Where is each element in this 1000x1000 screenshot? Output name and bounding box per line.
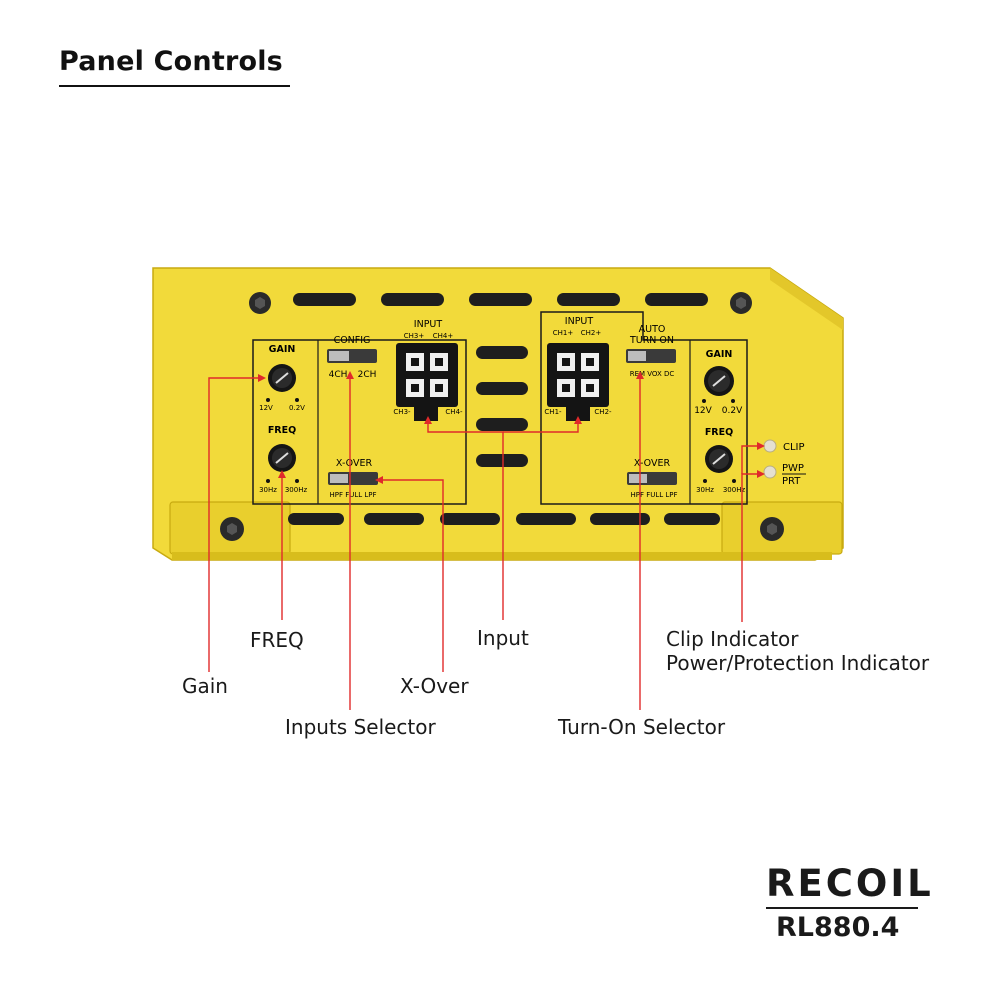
clip-label: CLIP <box>783 442 805 453</box>
leader-arrowheads <box>258 371 765 484</box>
right-freq-min-label: 30Hz <box>696 486 714 494</box>
right-freq-knob[interactable] <box>705 445 733 473</box>
clip-arrow-icon <box>757 442 765 450</box>
auto-turn-on-title-line2: TURN ON <box>629 335 674 346</box>
left-xover-switch-thumb <box>330 474 348 483</box>
pwp-leader <box>741 445 760 474</box>
left-freq-min-dot <box>266 479 270 483</box>
top-vents <box>293 293 708 306</box>
callout-xover: X-Over <box>400 674 469 698</box>
gain-arrow-icon <box>258 374 266 382</box>
left-xover-options: HPF FULL LPF <box>329 491 376 499</box>
left-freq-title: FREQ <box>268 425 296 436</box>
bottom-edge <box>172 552 832 560</box>
pwp-label: PWP <box>782 463 804 474</box>
callout-gain: Gain <box>182 674 228 698</box>
title-underline <box>59 85 290 87</box>
input-leader <box>427 420 504 620</box>
prt-label: PRT <box>782 476 801 487</box>
xover-leader <box>380 479 444 672</box>
left-gain-max-dot <box>295 398 299 402</box>
right-freq-min-dot <box>703 479 707 483</box>
input-arrow-right-icon <box>574 416 582 424</box>
right-freq-max-dot <box>732 479 736 483</box>
auto-turn-on-switch-thumb <box>628 351 646 361</box>
right-input-title: INPUT <box>565 316 594 327</box>
left-input-ch3minus: CH3- <box>393 408 411 416</box>
screw-icon <box>760 517 784 541</box>
input-arrow-left-icon <box>424 416 432 424</box>
config-switch-thumb <box>329 351 349 361</box>
right-input-ch2minus: CH2- <box>594 408 612 416</box>
left-control-group-outline <box>252 339 467 505</box>
freq-arrow-icon <box>278 470 286 478</box>
right-xover-options: HPF FULL LPF <box>630 491 677 499</box>
left-input-title: INPUT <box>414 319 443 330</box>
screws <box>220 292 784 541</box>
right-input-ch1minus: CH1- <box>544 408 562 416</box>
left-gain-max-label: 0.2V <box>289 404 305 412</box>
inputs-selector-arrow-icon <box>346 371 354 379</box>
right-xover-switch-thumb <box>629 474 647 483</box>
right-control-group-outline <box>540 311 748 505</box>
left-gain-min-dot <box>266 398 270 402</box>
left-input-ch4minus: CH4- <box>445 408 463 416</box>
left-input-ch3plus: CH3+ <box>404 332 425 340</box>
right-input-connector[interactable] <box>547 343 609 421</box>
right-gain-title: GAIN <box>706 349 733 360</box>
brand-divider <box>766 907 918 909</box>
config-option-2ch: 2CH <box>358 370 377 380</box>
callout-freq: FREQ <box>250 628 304 652</box>
left-gain-knob[interactable] <box>268 364 296 392</box>
left-freq-max-dot <box>295 479 299 483</box>
right-gain-min-dot <box>702 399 706 403</box>
callout-turn-on-selector: Turn-On Selector <box>558 715 726 739</box>
right-gain-max-label: 0.2V <box>722 406 743 416</box>
amp-right-bevel <box>770 268 843 330</box>
left-input-ch4plus: CH4+ <box>433 332 454 340</box>
right-input-ch1plus: CH1+ <box>553 329 574 337</box>
screw-icon <box>220 517 244 541</box>
center-vents <box>476 346 528 467</box>
config-option-4ch: 4CH <box>329 370 348 380</box>
right-gain-min-label: 12V <box>694 406 712 416</box>
left-gain-min-label: 12V <box>259 404 273 412</box>
pwp-led-icon <box>763 465 777 479</box>
callout-clip-indicator: Clip Indicator <box>666 627 799 651</box>
left-freq-max-label: 300Hz <box>285 486 308 494</box>
right-freq-max-label: 300Hz <box>723 486 746 494</box>
auto-turn-on-options: REM VOX DC <box>630 370 675 378</box>
right-xover-title: X-OVER <box>634 458 671 469</box>
model-number: RL880.4 <box>776 912 900 943</box>
left-input-connector[interactable] <box>396 343 458 421</box>
auto-turn-on-title-line1: AUTO <box>639 324 666 335</box>
right-gain-max-dot <box>731 399 735 403</box>
left-gain-title: GAIN <box>269 344 296 355</box>
pwp-arrow-icon <box>757 470 765 478</box>
left-freq-min-label: 30Hz <box>259 486 277 494</box>
turn-on-arrow-icon <box>636 371 644 379</box>
right-gain-knob[interactable] <box>704 366 734 396</box>
gain-leader <box>208 377 262 672</box>
leader-lines <box>208 376 760 710</box>
callout-power-protection-indicator: Power/Protection Indicator <box>666 651 930 675</box>
callout-inputs-selector: Inputs Selector <box>285 715 436 739</box>
left-freq-knob[interactable] <box>268 444 296 472</box>
right-freq-title: FREQ <box>705 427 733 438</box>
page-title: Panel Controls <box>59 46 283 77</box>
left-xover-title: X-OVER <box>336 458 373 469</box>
screw-icon <box>249 292 271 314</box>
screw-icon <box>730 292 752 314</box>
xover-arrow-icon <box>375 476 383 484</box>
brand-logo: RECOIL <box>766 862 934 905</box>
config-title: CONFIG <box>334 335 371 346</box>
callout-input: Input <box>477 626 529 650</box>
bottom-vents <box>288 513 720 525</box>
clip-led-icon <box>763 439 777 453</box>
right-input-ch2plus: CH2+ <box>581 329 602 337</box>
